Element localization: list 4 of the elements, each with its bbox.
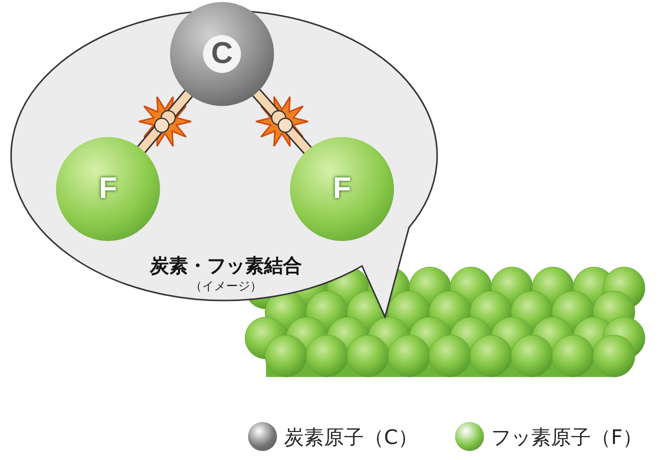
legend-label: 炭素原子（C）: [284, 424, 418, 451]
legend-label: フッ素原子（F）: [491, 424, 643, 451]
bubble-title: 炭素・フッ素結合: [148, 254, 303, 279]
bubble-subtitle: （イメージ）: [189, 278, 263, 295]
